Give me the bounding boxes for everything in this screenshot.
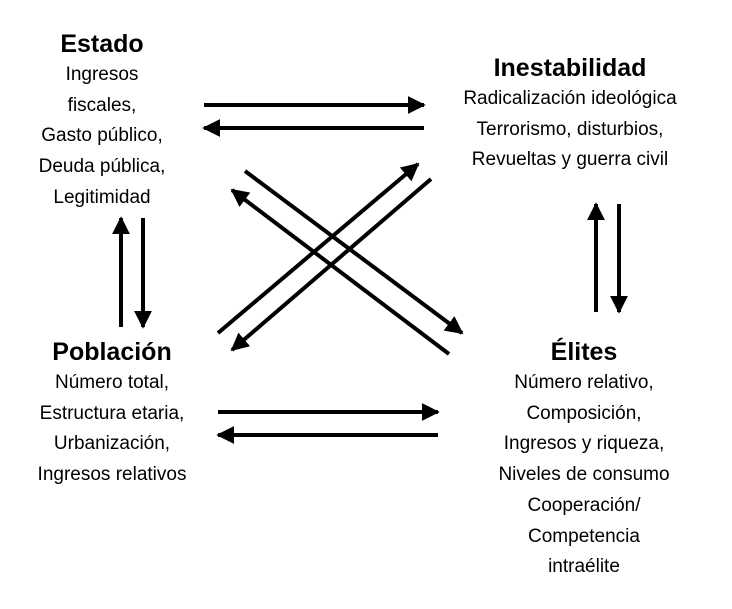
node-line: Revueltas y guerra civil	[471, 149, 669, 171]
node-title: Población	[52, 338, 172, 366]
node-line: Gasto público,	[41, 125, 163, 147]
node-title: Élites	[550, 338, 618, 366]
node-line: intraélite	[548, 556, 620, 578]
node-line: Terrorismo, disturbios,	[476, 118, 664, 140]
node-poblacion: Población Número total, Estructura etari…	[12, 336, 212, 491]
node-title: Estado	[60, 30, 144, 58]
arrow-inestabilidad-to-poblacion	[230, 177, 433, 352]
node-line: fiscales,	[67, 94, 137, 116]
node-line: Número total,	[54, 372, 170, 393]
node-line: Número relativo,	[514, 372, 654, 393]
node-line: Radicalización ideológica	[463, 88, 677, 109]
arrow-estado-to-elites	[243, 169, 464, 335]
node-line: Ingresos y riqueza,	[503, 433, 665, 455]
node-line: Legitimidad	[53, 186, 151, 208]
node-inestabilidad: Inestabilidad Radicalización ideológica …	[432, 52, 708, 176]
node-line: Ingresos	[65, 64, 139, 85]
node-estado: Estado Ingresos fiscales, Gasto público,…	[12, 28, 192, 214]
node-line: Composición,	[526, 402, 642, 424]
node-line: Urbanización,	[53, 433, 171, 455]
node-line: Estructura etaria,	[39, 402, 185, 424]
arrow-poblacion-to-inestabilidad	[216, 162, 420, 335]
node-title: Inestabilidad	[493, 54, 647, 82]
node-line: Deuda pública,	[38, 156, 166, 178]
node-line: Niveles de consumo	[498, 464, 670, 486]
node-line: Competencia	[528, 525, 640, 547]
node-line: Ingresos relativos	[37, 464, 187, 486]
arrow-elites-to-estado	[230, 188, 451, 356]
node-elites: Élites Número relativo, Composición, Ing…	[474, 336, 694, 583]
node-line: Cooperación/	[527, 494, 641, 516]
